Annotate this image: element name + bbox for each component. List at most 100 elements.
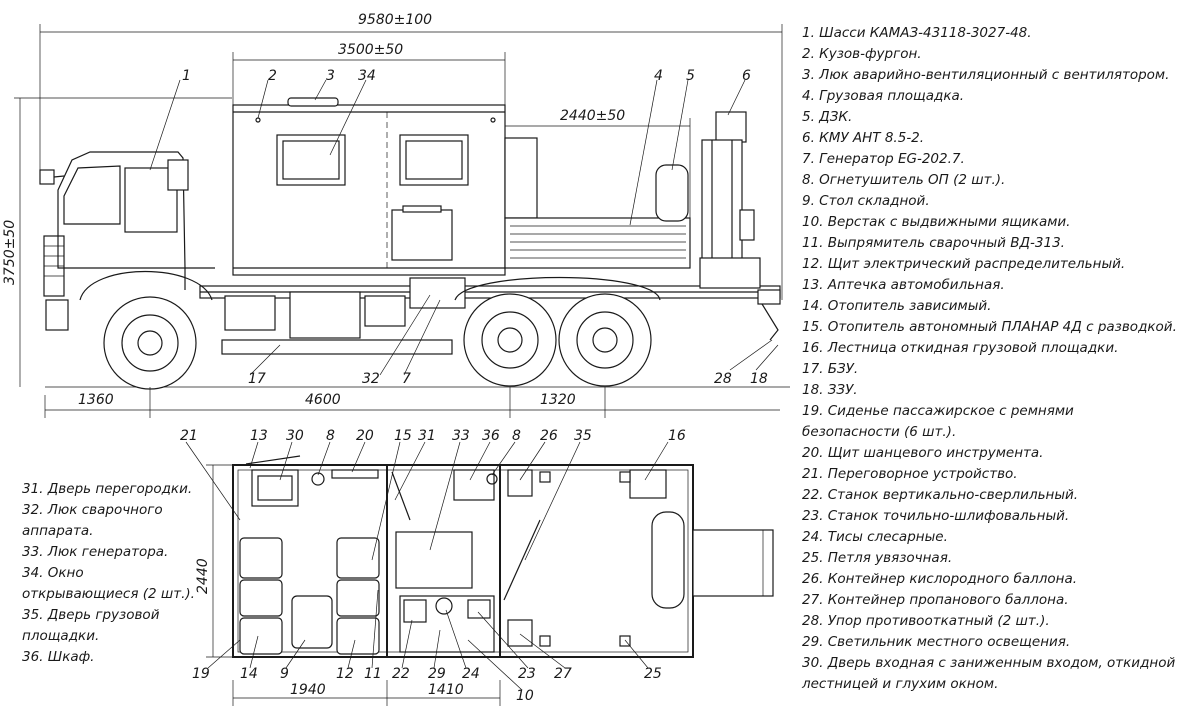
legend-item: аппарата.	[22, 523, 93, 539]
plan-callout-25: 25	[644, 666, 662, 682]
dim-overall-length: 9580±100	[358, 12, 432, 28]
legend-item: 20. Щит шанцевого инструмента.	[802, 445, 1043, 461]
legend-item: 4. Грузовая площадка.	[802, 88, 964, 104]
side-view	[39, 97, 790, 390]
plan-callout-31: 31	[418, 428, 436, 444]
legend-item: 17. БЗУ.	[802, 361, 858, 377]
legend-right: 1. Шасси КАМАЗ-43118-3027-48. 2. Кузов-ф…	[801, 25, 1177, 692]
dim-plan-width: 2440	[195, 558, 211, 594]
legend-item: 5. ДЗК.	[802, 109, 852, 125]
legend-item: 25. Петля увязочная.	[802, 550, 952, 566]
legend-item: 35. Дверь грузовой	[22, 607, 160, 623]
callout-3: 3	[326, 68, 335, 84]
plan-callout-8a: 8	[326, 428, 335, 444]
plan-callout-27: 27	[554, 666, 572, 682]
legend-item: 10. Верстак с выдвижными ящиками.	[802, 214, 1070, 230]
legend-item: 34. Окно	[22, 565, 84, 581]
plan-callout-8b: 8	[512, 428, 521, 444]
legend-item: 12. Щит электрический распределительный.	[802, 256, 1125, 272]
legend-item: 22. Станок вертикально-сверлильный.	[802, 487, 1078, 503]
callout-7: 7	[402, 371, 411, 387]
van-body	[232, 97, 506, 276]
legend-item: 7. Генератор EG-202.7.	[802, 151, 965, 167]
legend-item: 6. КМУ АНТ 8.5-2.	[802, 130, 924, 146]
side-callout-leaders	[149, 79, 779, 376]
cargo-platform	[504, 137, 691, 269]
dim-height: 3750±50	[2, 220, 18, 285]
callout-5: 5	[686, 68, 695, 84]
dim-plan-section-1: 1940	[290, 682, 326, 698]
legend-item: 19. Сиденье пассажирское с ремнями	[802, 403, 1074, 419]
callout-17: 17	[248, 371, 266, 387]
wheel-front	[103, 296, 197, 390]
legend-item: 30. Дверь входная с заниженным входом, о…	[802, 655, 1175, 671]
dimension-lines	[14, 24, 783, 418]
plan-callout-21: 21	[180, 428, 198, 444]
callout-1: 1	[182, 68, 191, 84]
legend-item: 11. Выпрямитель сварочный ВД-313.	[802, 235, 1065, 251]
legend-item: 32. Люк сварочного	[22, 502, 163, 518]
wheel-rear-2	[558, 293, 652, 387]
plan-callout-26: 26	[540, 428, 558, 444]
callout-34: 34	[358, 68, 376, 84]
legend-item: 2. Кузов-фургон.	[802, 46, 922, 62]
dim-plan-section-2: 1410	[428, 682, 464, 698]
plan-callout-29: 29	[428, 666, 446, 682]
legend-item: 14. Отопитель зависимый.	[802, 298, 991, 314]
plan-callout-30: 30	[286, 428, 304, 444]
legend-item: 28. Упор противооткатный (2 шт.).	[802, 613, 1050, 629]
plan-callout-12: 12	[336, 666, 354, 682]
legend-item: площадки.	[22, 628, 99, 644]
legend-item: 27. Контейнер пропанового баллона.	[802, 592, 1069, 608]
callout-2: 2	[268, 68, 277, 84]
callout-18: 18	[750, 371, 768, 387]
dim-wheelbase: 4600	[305, 392, 341, 408]
plan-callout-36: 36	[482, 428, 500, 444]
plan-callout-14: 14	[240, 666, 258, 682]
legend-item: 21. Переговорное устройство.	[802, 466, 1018, 482]
plan-callout-leaders-bottom	[207, 589, 649, 691]
plan-callout-35: 35	[574, 428, 592, 444]
legend-item: 24. Тисы слесарные.	[802, 529, 948, 545]
plan-callout-22: 22	[392, 666, 410, 682]
legend-item: 31. Дверь перегородки.	[22, 481, 192, 497]
legend-item: 16. Лестница откидная грузовой площадки.	[802, 340, 1118, 356]
plan-callout-24: 24	[462, 666, 480, 682]
plan-callout-11: 11	[364, 666, 382, 682]
legend-item: 33. Люк генератора.	[22, 544, 168, 560]
plan-callout-leaders-top	[185, 441, 669, 561]
plan-callout-16: 16	[668, 428, 686, 444]
legend-item: 9. Стол складной.	[802, 193, 930, 209]
crane	[699, 111, 781, 341]
plan-callout-15: 15	[394, 428, 412, 444]
legend-item: 3. Люк аварийно-вентиляционный с вентиля…	[802, 67, 1169, 83]
legend-item: безопасности (6 шт.).	[802, 424, 956, 440]
legend-item: 29. Светильник местного освещения.	[802, 634, 1070, 650]
legend-item: 18. ЗЗУ.	[802, 382, 858, 398]
legend-item: 36. Шкаф.	[22, 649, 94, 665]
plan-callout-23: 23	[518, 666, 536, 682]
legend-item: 8. Огнетушитель ОП (2 шт.).	[802, 172, 1005, 188]
callout-6: 6	[742, 68, 751, 84]
legend-item: 13. Аптечка автомобильная.	[802, 277, 1005, 293]
legend-left: 31. Дверь перегородки. 32. Люк сварочног…	[22, 481, 195, 665]
legend-item: 23. Станок точильно-шлифовальный.	[802, 508, 1069, 524]
plan-dimension-lines	[206, 464, 501, 706]
dim-platform-length: 2440±50	[560, 108, 625, 124]
dim-rear-axle-spacing: 1320	[540, 392, 576, 408]
callout-4: 4	[654, 68, 663, 84]
callout-32: 32	[362, 371, 380, 387]
legend-item: 1. Шасси КАМАЗ-43118-3027-48.	[802, 25, 1032, 41]
plan-callout-19: 19	[192, 666, 210, 682]
wheel-rear-1	[463, 293, 557, 387]
legend-item: открывающиеся (2 шт.).	[22, 586, 195, 602]
plan-callout-33: 33	[452, 428, 470, 444]
legend-item: 15. Отопитель автономный ПЛАНАР 4Д с раз…	[802, 319, 1177, 335]
plan-view	[232, 455, 774, 658]
legend-item: лестницей и глухим окном.	[801, 676, 998, 692]
plan-callout-10: 10	[516, 688, 534, 704]
plan-callout-13: 13	[250, 428, 268, 444]
dim-body-length: 3500±50	[338, 42, 403, 58]
callout-28: 28	[714, 371, 732, 387]
